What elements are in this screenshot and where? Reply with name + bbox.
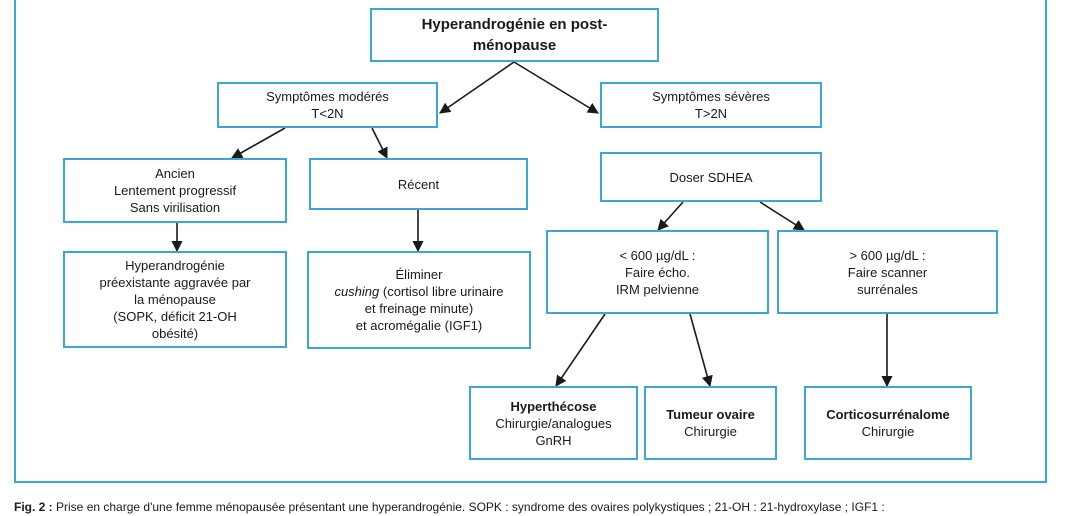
node-line: Ancien	[155, 166, 195, 181]
node-line: la ménopause	[134, 292, 216, 307]
node-line: Éliminer	[395, 267, 443, 282]
node-recent-onset: Récent	[309, 158, 528, 210]
arrow-moderate-recent	[371, 127, 388, 160]
node-line: Récent	[397, 176, 440, 192]
node-line: Sans virilisation	[129, 200, 221, 215]
node-line: préexistante aggravée par	[99, 275, 251, 290]
cushing-term: cushing	[334, 284, 380, 299]
node-old-onset: Ancien Lentement progressif Sans virilis…	[63, 158, 287, 223]
node-line: GnRH	[535, 432, 572, 448]
node-sdhea-above-600: > 600 µg/dL : Faire scanner surrénales	[777, 230, 998, 314]
arrow-root-severe	[513, 61, 599, 114]
node-moderate-symptoms: Symptômes modérés T<2N	[217, 82, 438, 128]
arrow-below-hyperthecose	[555, 313, 606, 387]
node-severe-symptoms: Symptômes sévères T>2N	[600, 82, 822, 128]
node-eliminate-causes: Éliminer cushing (cortisol libre urinair…	[307, 251, 531, 349]
arrow-sdhea-above	[759, 201, 805, 231]
node-line: ménopause	[472, 37, 557, 54]
node-line: Doser SDHEA	[669, 169, 753, 185]
node-line: Lentement progressif	[113, 183, 237, 198]
node-line: et freinage minute)	[364, 301, 474, 316]
node-line: Chirurgie	[861, 424, 915, 439]
node-line: Chirurgie/analogues	[495, 415, 612, 431]
diagram-frame	[14, 0, 1047, 483]
node-preexisting-hyperandrogenie: Hyperandrogénie préexistante aggravée pa…	[63, 251, 287, 348]
caption-text: Prise en charge d'une femme ménopausée p…	[56, 500, 885, 514]
node-line: Faire scanner	[847, 264, 928, 280]
arrow-moderate-old	[231, 127, 286, 159]
arrow-below-tumeur	[689, 313, 713, 388]
node-tumeur-ovaire: Tumeur ovaire Chirurgie	[644, 386, 777, 460]
node-line: < 600 µg/dL :	[619, 247, 696, 263]
node-line: T<2N	[311, 106, 344, 121]
node-line: Chirurgie	[684, 424, 737, 439]
node-line: (SOPK, déficit 21-OH	[113, 309, 237, 324]
node-line: IRM pelvienne	[615, 281, 700, 297]
figure-caption: Fig. 2 : Prise en charge d'une femme mén…	[14, 500, 1074, 514]
node-line: Symptômes sévères	[652, 89, 770, 104]
node-line: Faire écho.	[624, 264, 691, 280]
node-root: Hyperandrogénie en post- ménopause	[370, 8, 659, 62]
node-hyperthecose: Hyperthécose Chirurgie/analogues GnRH	[469, 386, 638, 460]
node-line: Symptômes modérés	[266, 89, 389, 104]
node-line: Hyperandrogénie en post-	[421, 16, 608, 33]
node-line: et acromégalie (IGF1)	[355, 318, 483, 333]
node-dose-sdhea: Doser SDHEA	[600, 152, 822, 202]
node-title: Corticosurrénalome	[826, 407, 950, 422]
node-title: Tumeur ovaire	[666, 407, 755, 422]
node-title: Hyperthécose	[510, 398, 597, 414]
node-line: Hyperandrogénie	[125, 258, 225, 273]
arrow-sdhea-below	[657, 201, 684, 231]
caption-label: Fig. 2 :	[14, 500, 53, 514]
node-sdhea-below-600: < 600 µg/dL : Faire écho. IRM pelvienne	[546, 230, 769, 314]
node-corticosurrenalome: Corticosurrénalome Chirurgie	[804, 386, 972, 460]
node-line: cushing (cortisol libre urinaire	[334, 284, 504, 299]
arrow-root-moderate	[439, 61, 515, 114]
node-line: > 600 µg/dL :	[849, 247, 926, 263]
node-line: obésité)	[151, 326, 199, 341]
node-line: T>2N	[694, 106, 728, 121]
node-line: surrénales	[857, 281, 918, 297]
